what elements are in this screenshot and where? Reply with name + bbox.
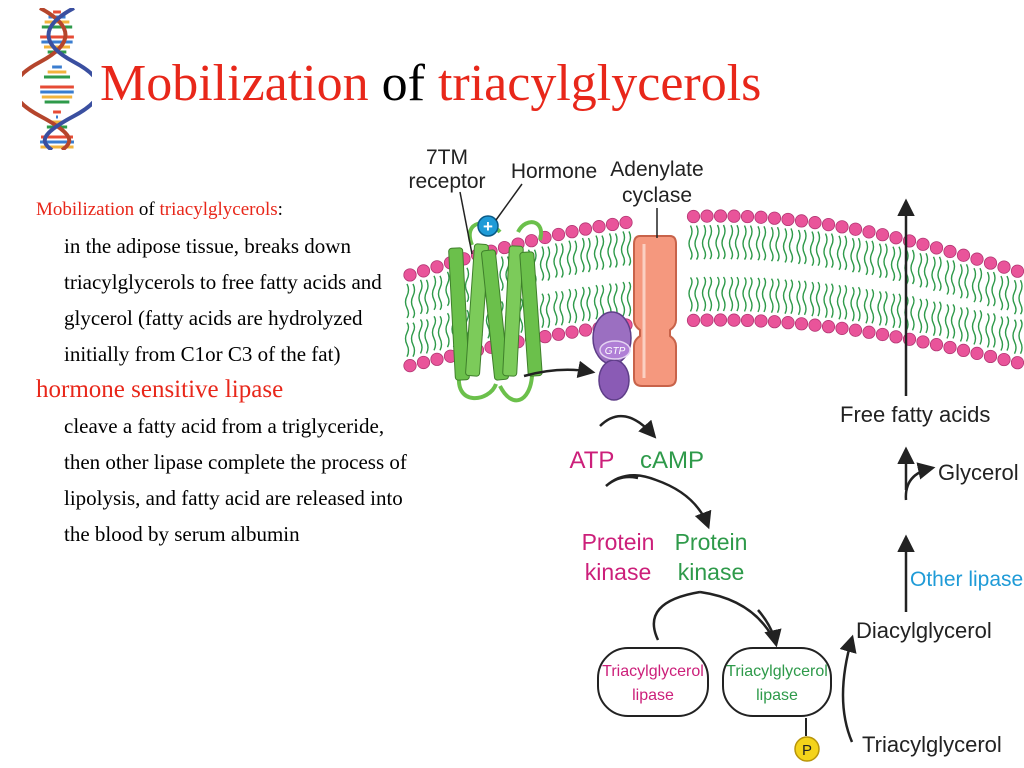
intro-red2: triacylglycerols	[159, 199, 278, 220]
7tm-receptor: +	[448, 215, 544, 403]
label-adenylate-line2: cyclase	[622, 184, 692, 207]
intro-of: of	[134, 199, 160, 220]
intro-line: Mobilization of triacylglycerols:	[36, 192, 421, 228]
intro-colon: :	[277, 199, 283, 220]
label-free-fatty-acids: Free fatty acids	[840, 402, 990, 427]
title-triacylglycerols: triacylglycerols	[437, 55, 762, 112]
label-pk-inactive-line1: Protein	[582, 529, 655, 555]
hormone-plus-icon	[477, 215, 499, 237]
subheading-hsl: hormone sensitive lipase	[36, 376, 284, 403]
label-diacylglycerol: Diacylglycerol	[856, 618, 992, 643]
phosphate-icon	[794, 736, 820, 762]
lipid-tails	[404, 224, 1023, 357]
title-of: of	[368, 55, 438, 112]
label-adenylate-line1: Adenylate	[610, 158, 703, 181]
label-7tm-line2: receptor	[408, 170, 485, 193]
label-lipase-inactive-line2: lipase	[632, 687, 674, 704]
title-mobilization: Mobilization	[100, 55, 369, 112]
label-lipase-active-line2: lipase	[756, 687, 798, 704]
label-pk-inactive-line2: kinase	[585, 559, 651, 585]
label-other-lipases: Other lipases	[910, 568, 1024, 591]
label-atp: ATP	[570, 447, 615, 474]
label-camp: cAMP	[640, 447, 704, 474]
label-pk-active-line2: kinase	[678, 559, 744, 585]
g-protein: GTP	[592, 311, 632, 401]
paragraph-1: in the adipose tissue, breaks down triac…	[64, 234, 382, 366]
label-7tm-line1: 7TM	[426, 146, 468, 169]
gtp-label: GTP	[605, 346, 626, 357]
label-lipase-inactive-line1: Triacylglycerol	[602, 663, 704, 680]
tag-lipase-active	[722, 647, 832, 717]
phosphate-label: P	[802, 742, 812, 759]
dna-helix-icon	[22, 8, 92, 150]
adenylate-cyclase	[633, 235, 677, 387]
label-glycerol: Glycerol	[938, 460, 1019, 485]
page-title: Mobilization of triacylglycerols	[100, 58, 761, 110]
label-lipase-active-line1: Triacylglycerol	[726, 663, 828, 680]
body-text: Mobilization of triacylglycerols: in the…	[36, 192, 421, 552]
lipolysis-diagram: + GTP 7TM receptor Hormone Adenylate cyc…	[403, 146, 1024, 762]
label-triacylglycerol: Triacylglycerol	[862, 732, 1002, 757]
intro-red1: Mobilization	[36, 199, 135, 220]
plus-sign: +	[483, 217, 493, 236]
label-hormone: Hormone	[511, 160, 597, 183]
paragraph-2: cleave a fatty acid from a triglyceride,…	[64, 414, 407, 546]
label-pk-active-line1: Protein	[675, 529, 748, 555]
tag-lipase-inactive	[597, 647, 709, 717]
